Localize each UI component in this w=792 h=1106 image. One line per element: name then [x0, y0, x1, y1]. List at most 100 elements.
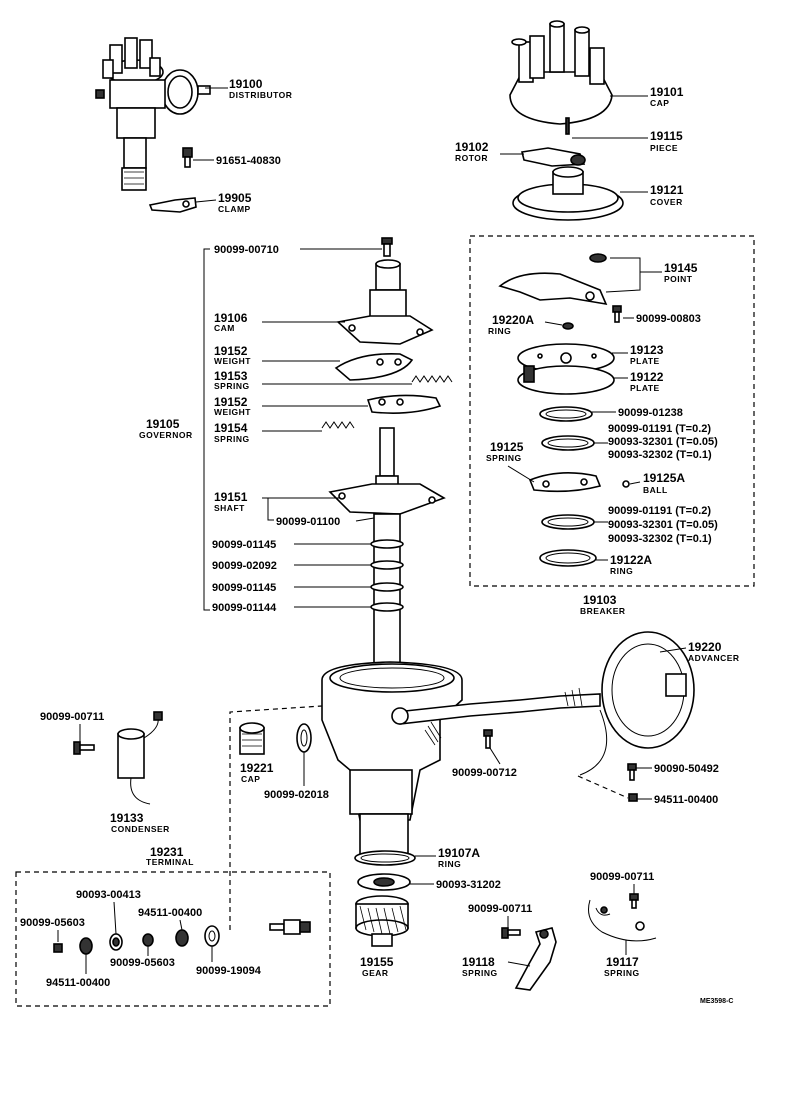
part-number-94511-00400-a: 94511-00400 — [654, 794, 718, 806]
clamp-19905-illustration — [148, 197, 197, 213]
spring-19153-icon — [411, 375, 453, 383]
screw-00710-icon — [381, 237, 393, 257]
part-number-90099-05603-b: 90099-05603 — [110, 957, 175, 969]
part-number-91651-40830: 91651-40830 — [216, 155, 281, 167]
part-number-90099-19094: 90099-19094 — [196, 965, 262, 977]
plate-19122-illustration — [517, 365, 615, 395]
diagram-reference-code: ME3598-C — [700, 998, 733, 1005]
part-number-19123: 19123 — [630, 343, 664, 357]
part-number-90090-50492: 90090-50492 — [654, 763, 719, 775]
part-number-01191-b: 90099-01191 (T=0.2) — [608, 505, 711, 517]
terminal-nut-small-a-icon — [53, 943, 63, 953]
part-number-19106: 19106 — [214, 311, 248, 325]
part-number-19117: 19117 — [606, 955, 639, 969]
part-name-19152-a: WEIGHT — [214, 356, 251, 366]
part-name-19117: SPRING — [604, 968, 640, 978]
weight-19152-bottom-illustration — [366, 394, 442, 414]
screw-00711-b-icon — [501, 927, 521, 939]
screw-00712-icon — [483, 729, 493, 749]
part-number-94511-00400-b: 94511-00400 — [138, 907, 202, 919]
part-number-19152-b: 19152 — [214, 395, 248, 409]
advancer-19220-illustration — [579, 631, 695, 776]
part-name-19125: SPRING — [486, 453, 522, 463]
part-name-19231: TERMINAL — [146, 857, 194, 867]
part-number-19101: 19101 — [650, 85, 684, 99]
part-number-94511-00400-c: 94511-00400 — [46, 977, 110, 989]
terminal-bolt-icon — [269, 919, 311, 935]
part-number-19152-a: 19152 — [214, 344, 248, 358]
part-name-19122a: RING — [610, 566, 633, 576]
part-number-19153: 19153 — [214, 369, 248, 383]
part-number-90099-00712: 90099-00712 — [452, 767, 517, 779]
point-19145-illustration — [498, 253, 608, 306]
part-number-19100: 19100 — [229, 77, 263, 91]
condenser-19133-illustration — [117, 711, 163, 805]
part-number-90099-01145-b: 90099-01145 — [212, 582, 276, 594]
part-name-19220a: RING — [488, 326, 511, 336]
part-number-19220: 19220 — [688, 640, 722, 654]
nut-00400-a-icon — [628, 793, 638, 802]
part-number-19905: 19905 — [218, 191, 252, 205]
terminal-washer-icon — [204, 925, 220, 947]
shim-set-b-icon — [541, 514, 595, 530]
screw-00711-c-icon — [629, 893, 639, 909]
part-number-19151: 19151 — [214, 490, 248, 504]
bolt-91651-icon — [182, 147, 193, 168]
part-number-90099-01238: 90099-01238 — [618, 407, 683, 419]
part-number-32301-a: 90093-32301 (T=0.05) — [608, 436, 718, 448]
ball-19125a-icon — [622, 480, 630, 488]
part-number-90099-00803: 90099-00803 — [636, 313, 701, 325]
cover-19121-illustration — [512, 166, 624, 221]
spring-19118-illustration — [514, 927, 557, 991]
part-name-19152-b: WEIGHT — [214, 407, 251, 417]
part-number-19125a: 19125A — [643, 471, 685, 485]
part-number-90099-00711-b: 90099-00711 — [468, 903, 532, 915]
seal-02018-icon — [296, 723, 312, 753]
part-number-19145: 19145 — [664, 261, 698, 275]
part-number-90099-02018: 90099-02018 — [264, 789, 329, 801]
ring-19122a-illustration — [539, 549, 597, 567]
screw-00803-icon — [612, 305, 622, 323]
distributor-housing-illustration — [321, 661, 601, 855]
distributor-assembly-illustration — [95, 37, 211, 191]
part-number-19221: 19221 — [240, 761, 274, 775]
terminal-spacer-icon — [109, 933, 123, 951]
washer-31202-icon — [357, 873, 411, 891]
shim-set-a-icon — [541, 435, 595, 451]
bolt-50492-icon — [627, 763, 637, 781]
part-name-19118: SPRING — [462, 968, 498, 978]
part-number-90099-00710: 90099-00710 — [214, 244, 279, 256]
part-name-19121: COVER — [650, 197, 683, 207]
part-number-19105: 19105 — [146, 417, 180, 431]
cap-19221-illustration — [239, 722, 265, 755]
part-number-19155: 19155 — [360, 955, 394, 969]
shaft-washers-illustration — [370, 539, 404, 612]
part-number-19107a: 19107A — [438, 846, 480, 860]
part-name-19145: POINT — [664, 274, 693, 284]
part-number-90099-00711-c: 90099-00711 — [590, 871, 654, 883]
part-name-19220: ADVANCER — [688, 653, 740, 663]
part-name-19155: GEAR — [362, 968, 389, 978]
part-number-32302-b: 90093-32302 (T=0.1) — [608, 533, 712, 545]
part-number-90093-31202: 90093-31202 — [436, 879, 501, 891]
part-name-19103: BREAKER — [580, 606, 626, 616]
gear-19155-illustration — [355, 895, 409, 947]
ring-19220a-icon — [562, 322, 574, 330]
part-name-19100: DISTRIBUTOR — [229, 90, 292, 100]
terminal-nut-small-b-icon — [142, 933, 154, 947]
spring-19154-icon — [321, 421, 355, 429]
part-name-19107a: RING — [438, 859, 461, 869]
part-number-19154: 19154 — [214, 421, 248, 435]
part-number-32301-b: 90093-32301 (T=0.05) — [608, 519, 718, 531]
part-name-19153: SPRING — [214, 381, 250, 391]
spring-19117-illustration — [588, 899, 657, 942]
part-name-19122: PLATE — [630, 383, 660, 393]
part-name-19123: PLATE — [630, 356, 660, 366]
washer-01238-icon — [539, 406, 593, 422]
part-number-90093-00413: 90093-00413 — [76, 889, 141, 901]
part-number-19231: 19231 — [150, 845, 184, 859]
rotor-19102-illustration — [521, 147, 586, 167]
part-number-90099-00711-a: 90099-00711 — [40, 711, 104, 723]
part-number-90099-01100: 90099-01100 — [276, 516, 340, 528]
